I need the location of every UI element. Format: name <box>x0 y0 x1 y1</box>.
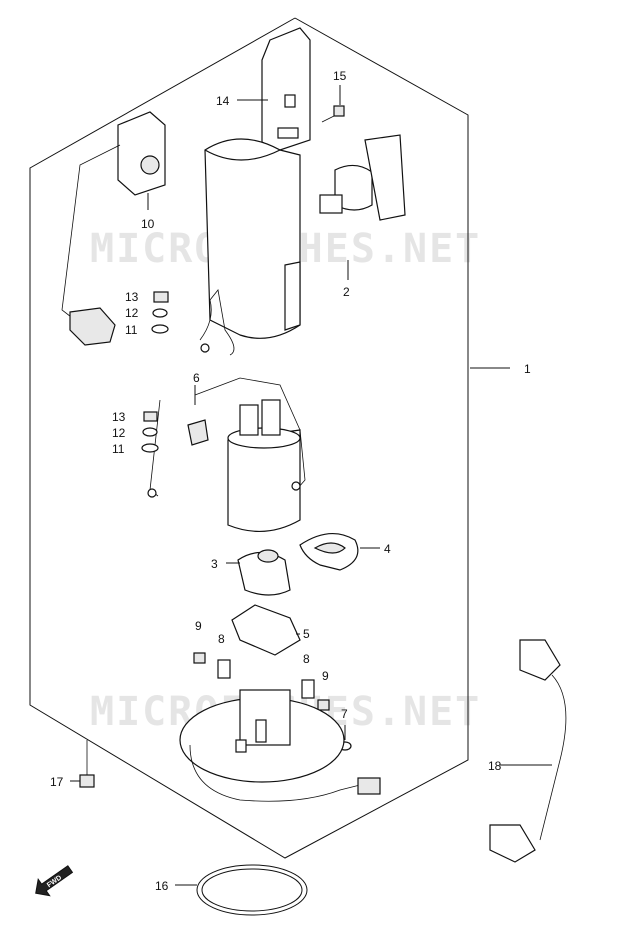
callout-13-lower: 13 <box>112 410 126 424</box>
wire-upper <box>199 289 235 356</box>
screw-part-15 <box>321 105 345 123</box>
callout-8-left: 8 <box>218 632 225 646</box>
fwd-label: FWD <box>46 874 63 889</box>
callout-14: 14 <box>216 94 230 108</box>
o-ring-part <box>196 864 308 916</box>
callout-2: 2 <box>343 285 350 299</box>
grommet-part <box>187 419 209 446</box>
callout-11-upper: 11 <box>125 323 138 337</box>
callout-16: 16 <box>155 879 169 893</box>
fwd-arrow-icon: FWD <box>35 865 74 897</box>
callout-9-right: 9 <box>322 669 329 683</box>
callout-5: 5 <box>303 627 310 641</box>
o-ring-inner <box>201 868 303 912</box>
callout-1: 1 <box>524 362 531 376</box>
pump-housing-part <box>204 138 301 339</box>
callout-3: 3 <box>211 557 218 571</box>
callout-17: 17 <box>50 775 64 789</box>
bracket-part <box>261 27 311 151</box>
washer-stack-upper <box>151 291 169 334</box>
hose-part <box>489 639 567 863</box>
callout-12-lower: 12 <box>112 426 126 440</box>
bolt-part-17 <box>79 740 95 788</box>
strainer-part <box>237 549 291 596</box>
callout-18: 18 <box>488 759 502 773</box>
fasteners-right <box>301 679 330 711</box>
callout-15: 15 <box>333 69 347 83</box>
filter-ring-part <box>299 533 359 571</box>
base-flange-part <box>179 689 381 802</box>
callout-6: 6 <box>193 371 200 385</box>
callout-11-lower: 11 <box>112 442 125 456</box>
callout-13-upper: 13 <box>125 290 139 304</box>
callout-7: 7 <box>341 707 348 721</box>
callout-9-left: 9 <box>195 619 202 633</box>
pressure-regulator-part <box>319 134 406 221</box>
fuel-pump-motor-part <box>147 377 306 533</box>
fuel-gauge-part <box>61 111 166 346</box>
callout-8-right: 8 <box>303 652 310 666</box>
callout-10: 10 <box>141 217 155 231</box>
terminal-upper <box>200 343 210 353</box>
washer-stack-lower <box>141 411 159 453</box>
callout-4: 4 <box>384 542 391 556</box>
callout-12-upper: 12 <box>125 306 139 320</box>
fasteners-left <box>193 652 231 679</box>
plate-part <box>231 604 301 656</box>
assembly-frame <box>29 17 469 859</box>
